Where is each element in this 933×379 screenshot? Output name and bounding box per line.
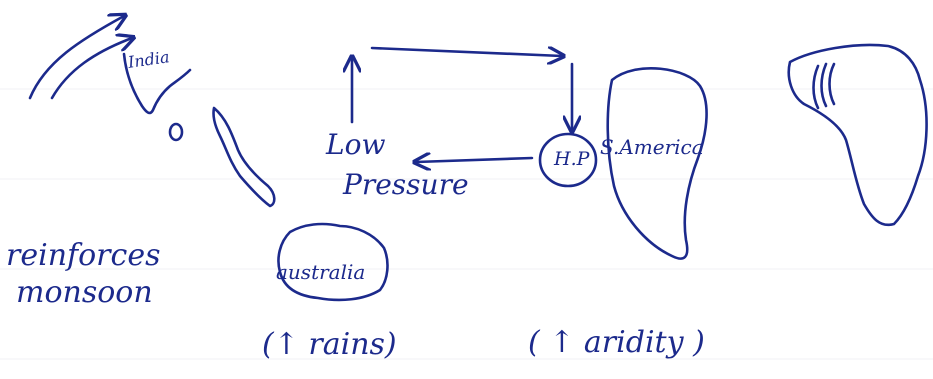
low-label: Low <box>326 131 385 159</box>
africa-shading-2 <box>822 64 827 106</box>
pressure-label: Pressure <box>343 171 469 199</box>
monsoon-wind-arrow-2 <box>52 38 132 98</box>
africa-shading-3 <box>830 64 835 104</box>
monsoon-label: monsoon <box>16 278 153 308</box>
south-america-outline <box>608 68 707 258</box>
high-pressure-label: H.P <box>554 150 589 169</box>
sri-lanka-shape <box>170 124 182 140</box>
reinforces-label: reinforces <box>6 241 160 271</box>
rains-note: (↑ rains) <box>262 330 397 360</box>
upper-flow-arrow <box>372 48 562 56</box>
aridity-note: ( ↑ aridity ) <box>528 328 705 358</box>
australia-label: australia <box>276 262 365 282</box>
monsoon-wind-arrow-1 <box>30 16 124 98</box>
indonesia-outline <box>213 108 274 206</box>
surface-flow-arrow <box>416 158 532 162</box>
africa-shading-1 <box>814 66 819 108</box>
south-america-label: S.America <box>600 137 704 157</box>
africa-outline <box>789 45 927 225</box>
